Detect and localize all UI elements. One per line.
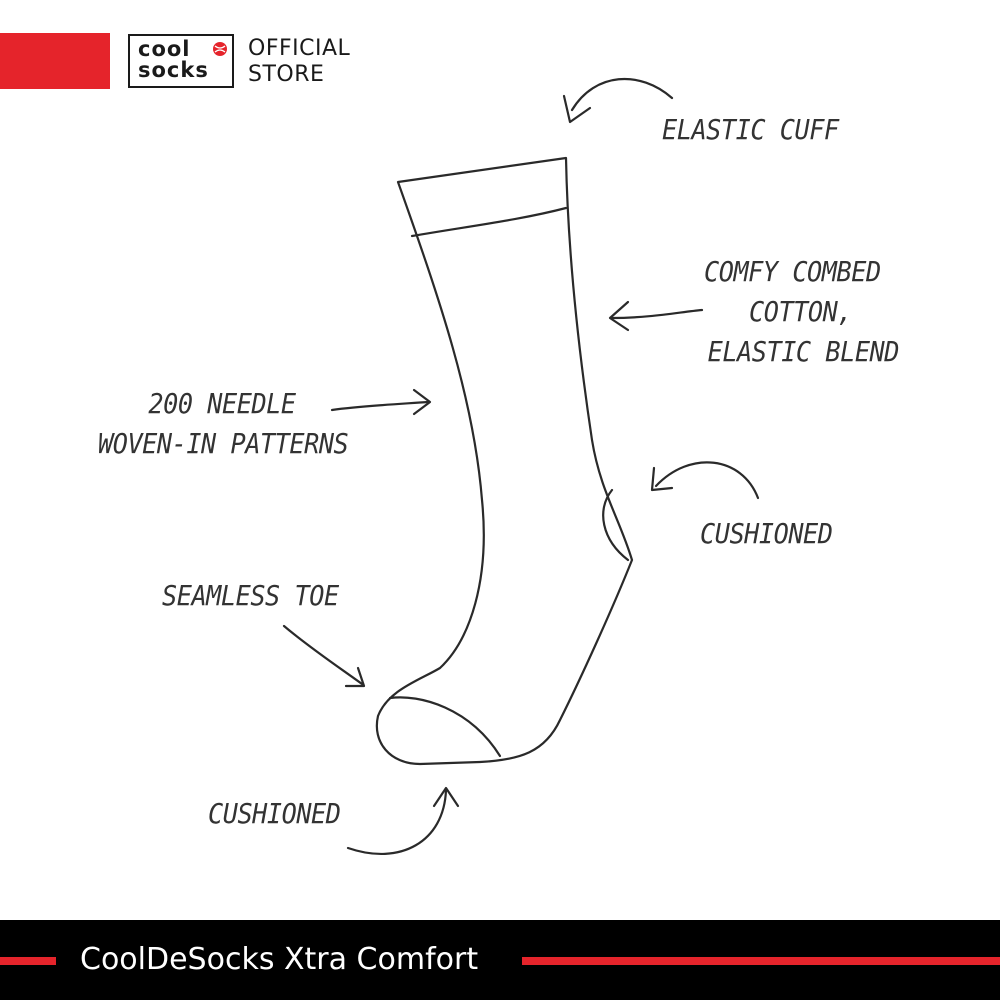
callout-needle-patterns: 200 NEEDLE WOVEN-IN PATTERNS (98, 384, 348, 464)
arrow-cushioned-sole (348, 788, 458, 854)
cuff-band (412, 208, 566, 236)
arrow-cushioned-heel (652, 462, 758, 498)
footer-banner: CoolDeSocks Xtra Comfort (0, 920, 1000, 1000)
callout-cushioned-sole: CUSHIONED (208, 794, 340, 834)
toe-cushion (390, 697, 500, 756)
callout-combed-cotton-line-1: COMFY COMBED (704, 252, 899, 292)
callout-seamless-toe: SEAMLESS TOE (162, 576, 339, 616)
callout-combed-cotton: COMFY COMBED COTTON, ELASTIC BLEND (704, 252, 899, 372)
sock-outline (377, 158, 632, 764)
footer-title: CoolDeSocks Xtra Comfort (80, 940, 478, 980)
callout-needle-patterns-line-2: WOVEN-IN PATTERNS (98, 424, 348, 464)
callout-cushioned-heel: CUSHIONED (700, 514, 832, 554)
callout-combed-cotton-line-3: ELASTIC BLEND (708, 332, 899, 372)
callout-elastic-cuff: ELASTIC CUFF (662, 110, 839, 150)
callout-combed-cotton-line-2: COTTON, (749, 292, 899, 332)
arrow-combed-cotton (610, 302, 702, 330)
footer-stripe-left (0, 957, 56, 965)
heel-cushion (603, 490, 628, 560)
arrow-elastic-cuff (564, 79, 672, 122)
callout-needle-patterns-line-1: 200 NEEDLE (148, 384, 348, 424)
footer-stripe-right (522, 957, 1000, 965)
arrow-seamless-toe (284, 626, 364, 686)
